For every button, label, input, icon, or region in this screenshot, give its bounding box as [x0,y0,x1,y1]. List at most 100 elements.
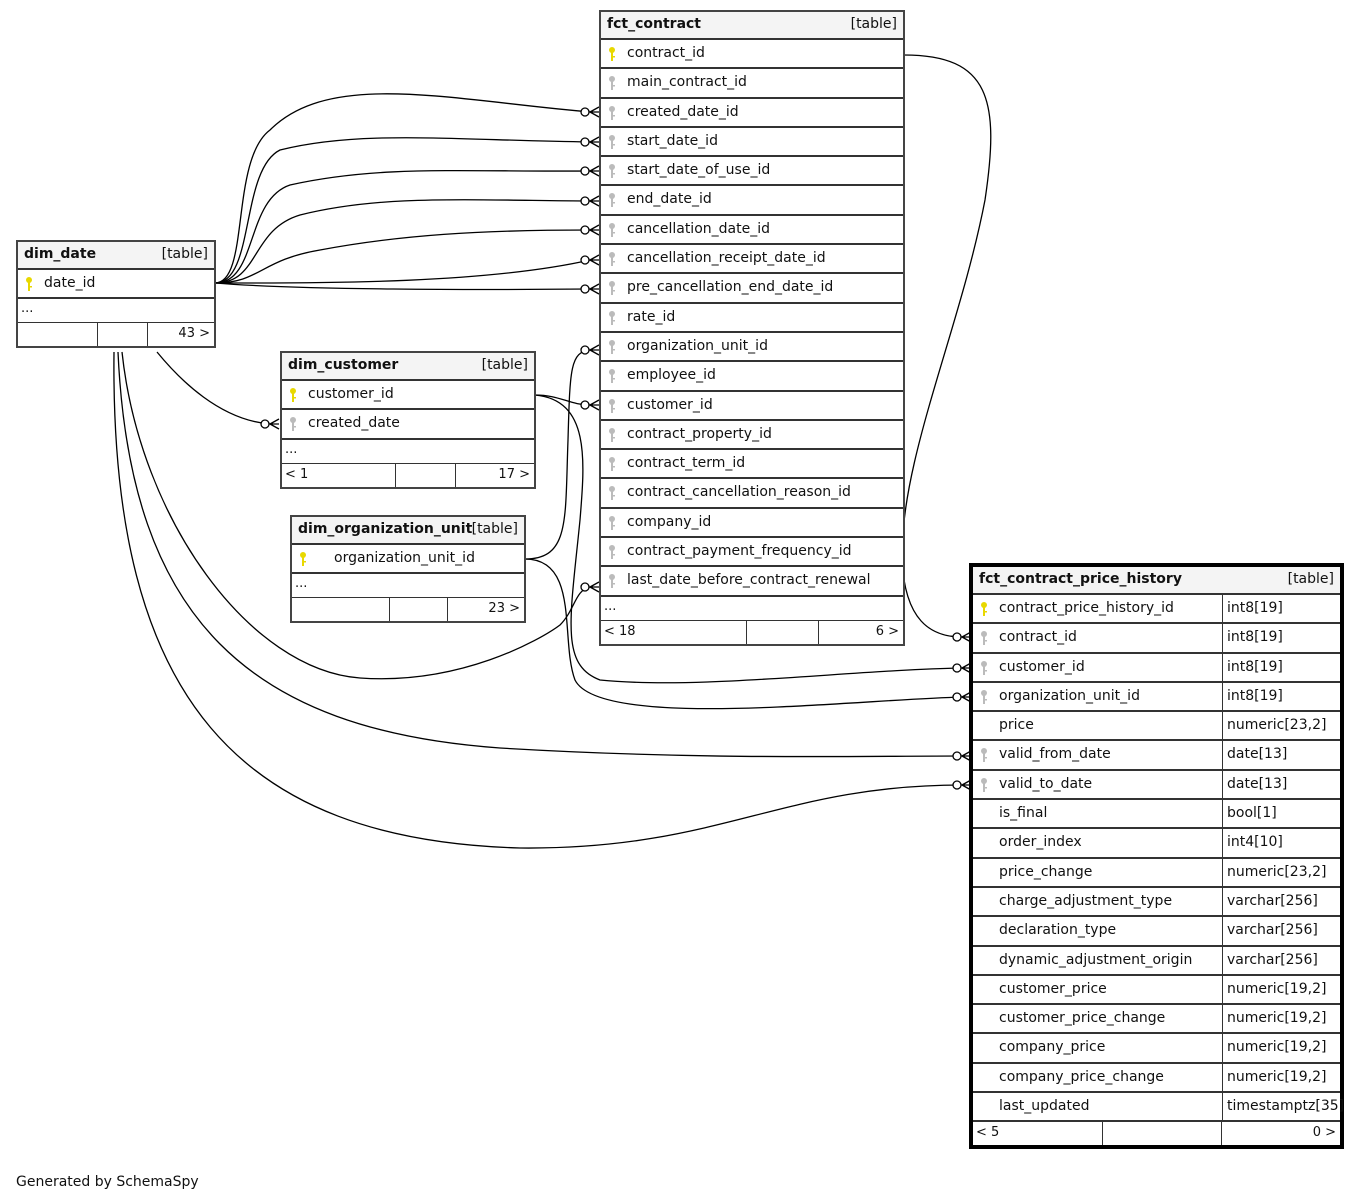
column-name: main_contract_id [627,74,747,91]
parents-count[interactable]: < 5 [976,1125,1000,1141]
foreign-key-icon [607,339,617,355]
primary-key-icon [298,551,308,567]
table-fct-contract-price-history[interactable]: fct_contract_price_history [table] contr… [969,563,1344,1150]
crowfoot-marker [580,254,600,266]
children-count[interactable]: 6 > [875,623,899,639]
table-dim-date[interactable]: dim_date [table] date_id ... 43 > [16,240,216,349]
column-name: company_id [627,513,712,530]
column-row[interactable]: end_date_id [601,186,903,216]
table-footer: 43 > [18,323,214,347]
no-key-spacer [979,1070,989,1086]
table-dim-customer[interactable]: dim_customer [table] customer_id created… [280,351,536,489]
column-type: numeric[23,2] [1222,712,1340,740]
children-count[interactable]: 17 > [498,466,530,482]
column-name: last_updated [999,1098,1090,1115]
column-name: rate_id [627,308,676,325]
crowfoot-marker [260,418,280,430]
table-name: fct_contract_price_history [979,571,1182,587]
table-header: dim_organization_unit [table] [292,517,524,545]
column-row[interactable]: start_date_of_use_id [601,157,903,187]
column-name: organization_unit_id [627,337,768,354]
column-type: int8[19] [1222,595,1340,623]
column-row[interactable]: employee_id [601,362,903,392]
edge-contract-history[interactable] [901,54,992,638]
column-row[interactable]: contract_cancellation_reason_id [601,479,903,509]
column-row[interactable]: main_contract_id [601,69,903,99]
children-count[interactable]: 23 > [488,601,520,617]
column-name: charge_adjustment_type [999,892,1173,909]
column-row[interactable]: contract_payment_frequency_id [601,538,903,568]
parents-count[interactable]: < 1 [285,466,309,482]
column-row[interactable]: start_date_id [601,128,903,158]
edge-date-cancellation-receipt[interactable] [214,259,591,284]
column-row[interactable]: organization_unit_id [292,545,524,575]
column-row[interactable]: cancellation_date_id [601,216,903,246]
column-row[interactable]: created_date_id [601,99,903,128]
edge-date-end[interactable] [214,199,591,284]
column-row[interactable]: pre_cancellation_end_date_id [601,274,903,304]
column-row[interactable]: customer_id int8[19] [973,653,1340,683]
column-row[interactable]: organization_unit_id [601,333,903,363]
edge-date-pre-cancellation[interactable] [214,282,591,291]
column-row[interactable]: last_date_before_contract_renewal [601,567,903,597]
column-name: organization_unit_id [334,550,475,566]
column-name: pre_cancellation_end_date_id [627,279,834,296]
column-row[interactable]: customer_id [601,392,903,421]
no-key-spacer [979,1011,989,1027]
foreign-key-icon [607,515,617,531]
column-row[interactable]: created_date [282,410,534,440]
children-count[interactable]: 0 > [1312,1125,1336,1141]
edge-date-customer-created[interactable] [156,351,271,425]
column-row[interactable]: rate_id [601,304,903,333]
edge-date-cancellation[interactable] [214,229,591,284]
column-type: int8[19] [1222,653,1340,681]
column-row[interactable]: contract_term_id [601,450,903,480]
column-name: valid_to_date [999,775,1093,792]
table-header: fct_contract_price_history [table] [973,567,1340,595]
edge-date-start-of-use[interactable] [214,169,591,284]
table-kind: [table] [1287,571,1334,587]
edge-date-start[interactable] [214,137,591,284]
column-type: int8[19] [1222,682,1340,711]
foreign-key-icon [979,747,989,763]
column-row[interactable]: contract_property_id [601,421,903,451]
column-name: customer_price_change [999,1010,1166,1027]
column-type: int4[10] [1222,829,1340,857]
parents-count[interactable]: < 18 [604,623,636,639]
foreign-key-icon [607,310,617,326]
table-name: dim_customer [288,357,399,373]
column-row[interactable]: date_id [18,270,214,300]
foreign-key-icon [607,485,617,501]
edge-customer-contract[interactable] [534,394,591,406]
column-name: customer_id [999,658,1085,675]
foreign-key-icon [607,75,617,91]
table-footer: < 5 0 > [973,1122,1340,1146]
table-dim-organization-unit[interactable]: dim_organization_unit [table] organizati… [290,515,526,624]
column-row[interactable]: cancellation_receipt_date_id [601,245,903,275]
edge-date-created[interactable] [214,93,591,284]
column-type: varchar[256] [1222,946,1340,974]
column-row[interactable]: customer_id [282,381,534,411]
column-row[interactable]: contract_id [601,40,903,70]
column-row[interactable]: company_id [601,509,903,539]
column-type: date[13] [1222,741,1340,769]
children-count[interactable]: 43 > [178,326,210,342]
